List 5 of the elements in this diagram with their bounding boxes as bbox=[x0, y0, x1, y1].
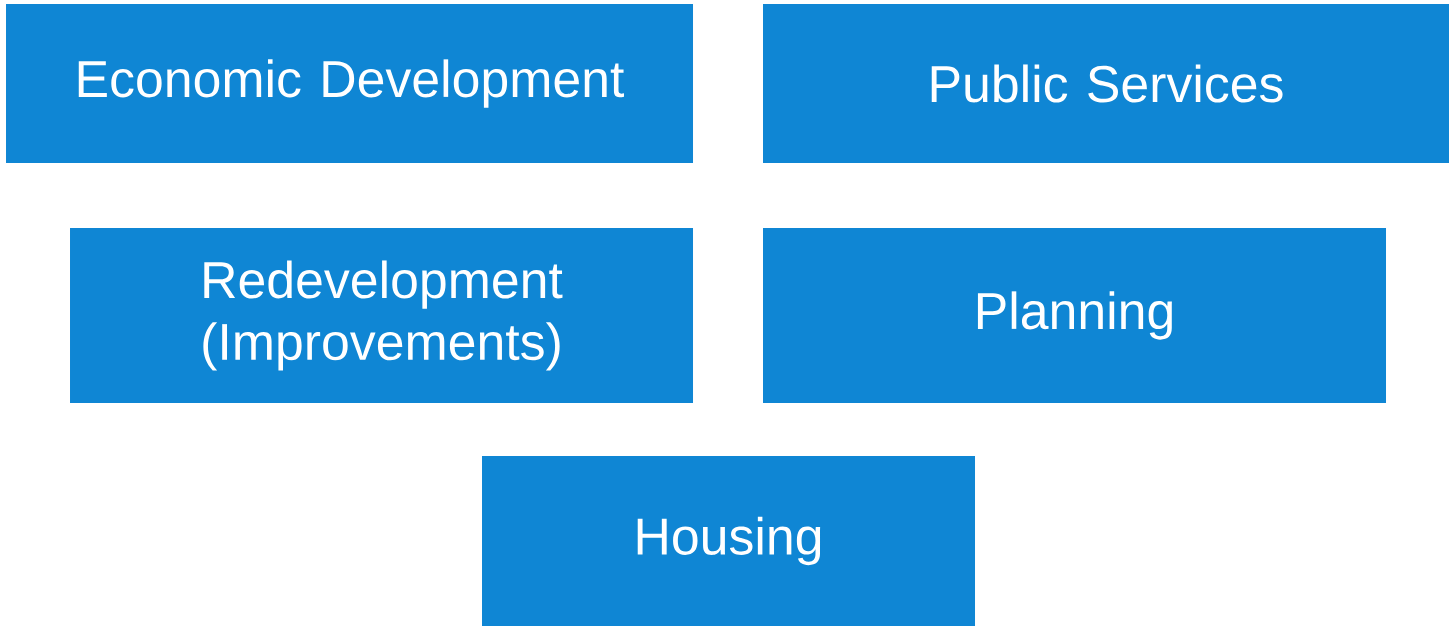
process-box: Economic Development bbox=[6, 4, 693, 163]
process-box: Redevelopment (Improvements) bbox=[70, 228, 693, 403]
process-box: Housing bbox=[482, 456, 975, 626]
process-box: Public Services bbox=[763, 4, 1449, 163]
process-box: Planning bbox=[763, 228, 1386, 403]
